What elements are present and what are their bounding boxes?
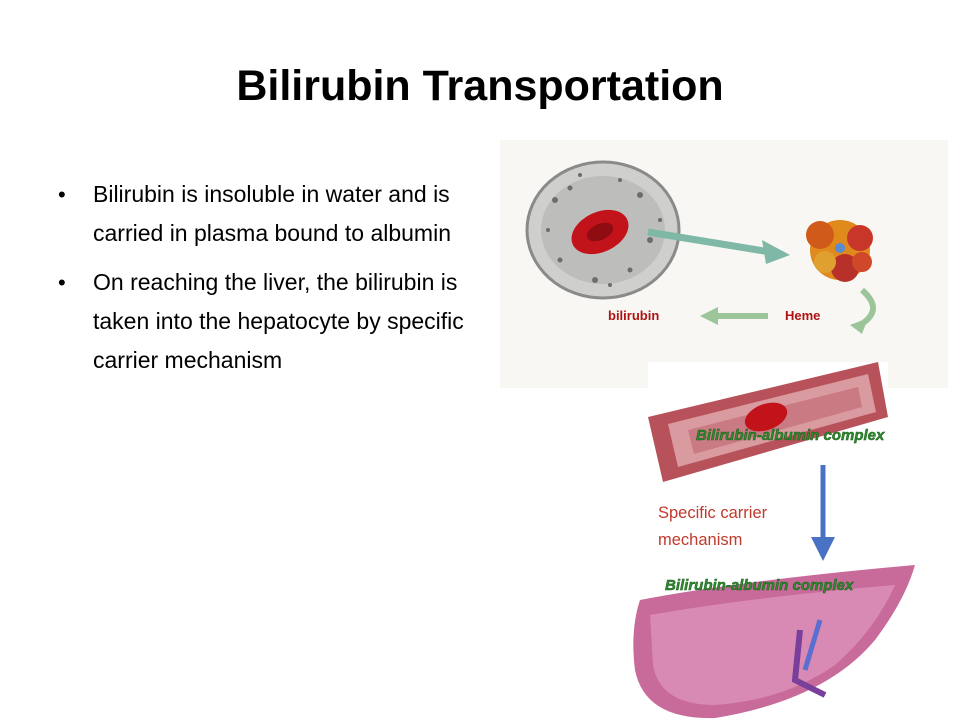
- bullet-icon: •: [58, 270, 66, 295]
- bullet-list: • Bilirubin is insoluble in water and is …: [58, 175, 498, 390]
- vessel-figure: Bilirubin-albumin complex: [648, 362, 888, 482]
- complex-label: Bilirubin-albumin complex: [665, 577, 854, 594]
- heme-to-bilirubin-figure: Heme bilirubin: [500, 140, 948, 388]
- bilirubin-label: bilirubin: [608, 308, 659, 323]
- liver-figure: Bilirubin-albumin complex: [633, 565, 915, 719]
- bullet-item: • On reaching the liver, the bilirubin is…: [58, 263, 498, 380]
- red-blood-cell: [744, 402, 788, 432]
- complex-label: Bilirubin-albumin complex: [696, 427, 885, 444]
- bullet-item: • Bilirubin is insoluble in water and is …: [58, 175, 498, 253]
- bullet-text: On reaching the liver, the bilirubin is …: [93, 269, 464, 373]
- heme-label: Heme: [785, 308, 820, 323]
- heme-protein: [806, 220, 873, 282]
- down-arrow-icon: [811, 465, 835, 561]
- blood-vessels: [791, 629, 827, 698]
- arrow-to-heme: [647, 228, 771, 256]
- bullet-text: Bilirubin is insoluble in water and is c…: [93, 181, 451, 246]
- bullet-icon: •: [58, 182, 66, 207]
- slide-title: Bilirubin Transportation: [236, 62, 724, 110]
- caption-text: Specific carrier mechanism: [658, 504, 768, 549]
